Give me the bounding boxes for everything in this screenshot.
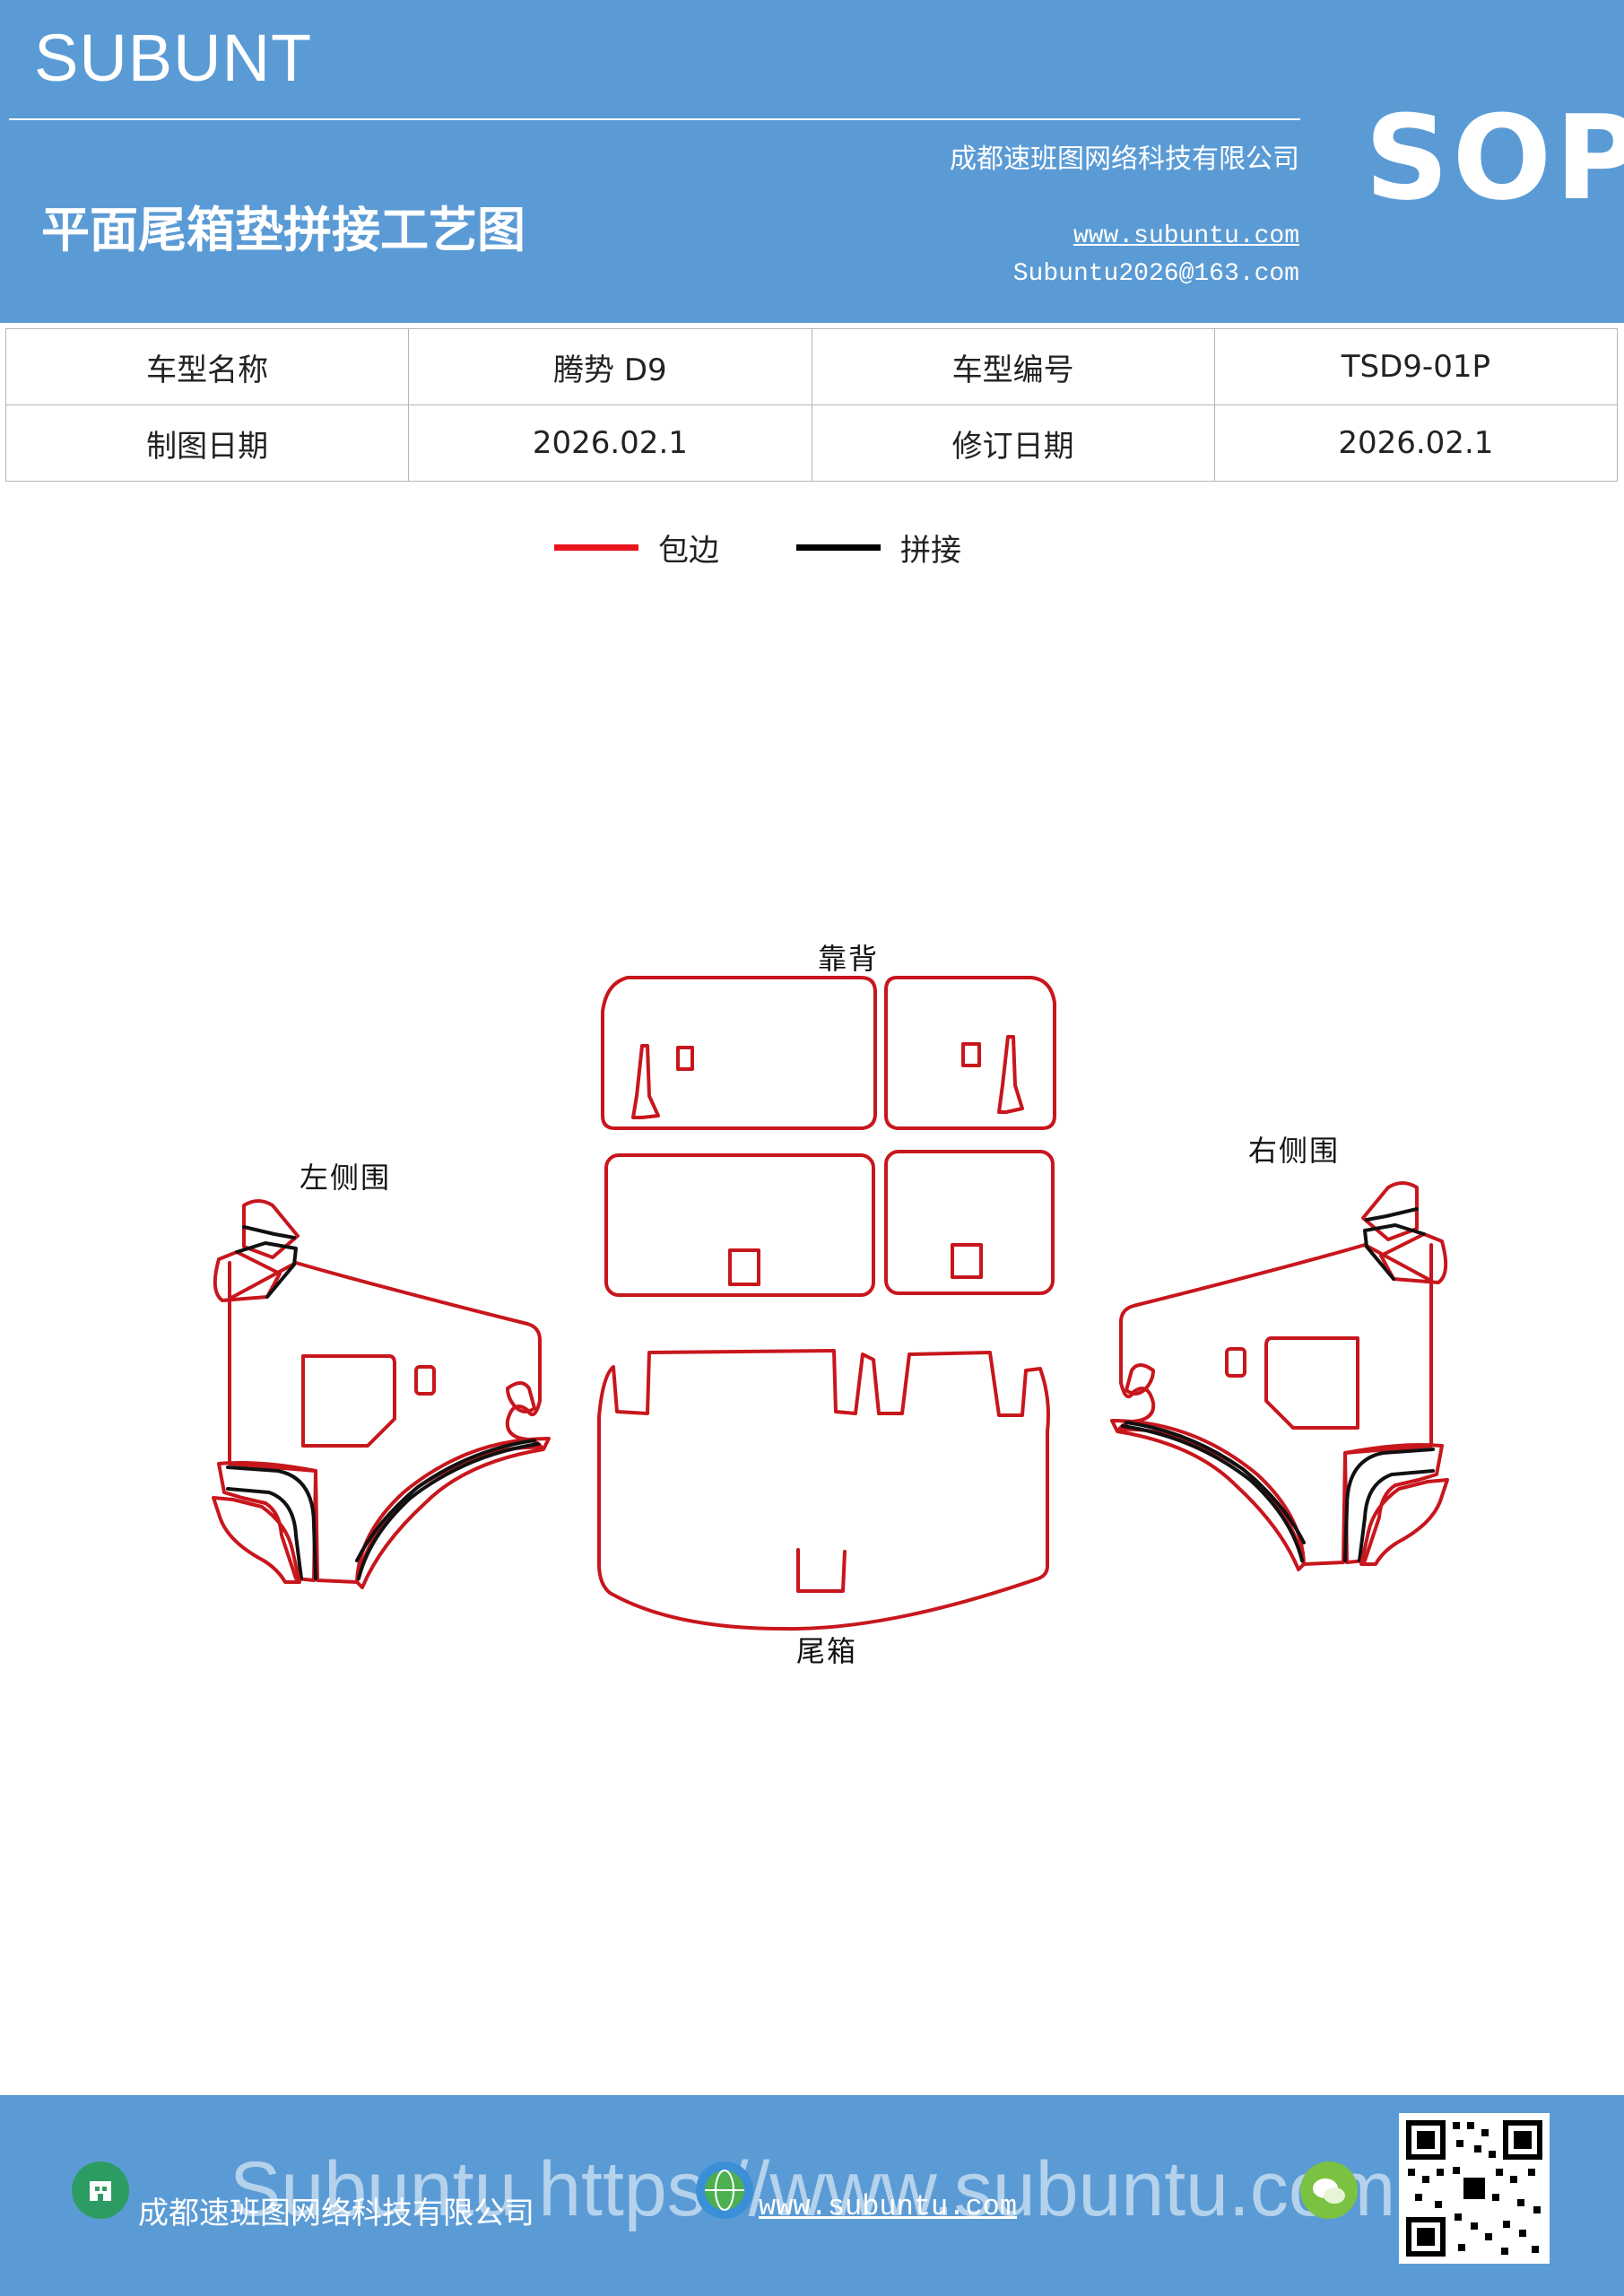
legend: 包边 拼接	[554, 526, 1038, 570]
wechat-icon	[1313, 2179, 1345, 2204]
header-website-link[interactable]: www.subuntu.com	[1073, 222, 1299, 250]
trunk-floor	[597, 1349, 1050, 1631]
building-icon	[90, 2181, 111, 2201]
value-model-code: TSD9-01P	[1213, 328, 1619, 405]
header-divider	[9, 118, 1300, 120]
backrest-panels	[601, 976, 1056, 1297]
backrest-slot	[997, 1035, 1024, 1114]
backrest-bottom-left-panel	[604, 1153, 875, 1297]
sop-label: SOP	[1365, 90, 1624, 226]
header-company-name: 成都速班图网络科技有限公司	[950, 144, 1299, 175]
left-side-panel	[212, 1199, 551, 1589]
backrest-top-right-panel	[884, 976, 1056, 1130]
label-trunk: 尾箱	[796, 1634, 858, 1668]
vehicle-info-table: 车型名称 腾势 D9 车型编号 TSD9-01P 制图日期 2026.02.1 …	[4, 328, 1619, 482]
trunk-floor-notch	[796, 1548, 847, 1593]
footer-website-link[interactable]: www.subuntu.com	[759, 2190, 1018, 2223]
qr-code-icon[interactable]	[1399, 2113, 1550, 2264]
brand-logo-text: SUBUNT	[34, 21, 313, 95]
label-model-code: 车型编号	[811, 328, 1215, 405]
legend-label-edge: 包边	[658, 533, 719, 569]
label-left-side: 左侧围	[300, 1161, 392, 1195]
legend-label-seam: 拼接	[900, 533, 961, 569]
table-row: 制图日期 2026.02.1 修订日期 2026.02.1	[4, 404, 1619, 482]
trunk-floor-panel	[597, 1349, 1050, 1631]
backrest-hole	[676, 1046, 694, 1071]
header-banner: SUBUNT 平面尾箱垫拼接工艺图 成都速班图网络科技有限公司 www.subu…	[0, 0, 1624, 323]
right-side-panel	[1110, 1181, 1449, 1571]
footer-company-name: 成都速班图网络科技有限公司	[138, 2196, 534, 2231]
value-model-name: 腾势 D9	[408, 328, 812, 405]
legend-swatch-edge	[554, 544, 638, 551]
backrest-top-left-panel	[601, 976, 877, 1130]
label-draw-date: 制图日期	[4, 404, 410, 482]
building-icon	[72, 2161, 129, 2219]
label-model-name: 车型名称	[4, 328, 410, 405]
wechat-icon[interactable]	[1300, 2161, 1358, 2219]
legend-swatch-seam	[796, 544, 881, 551]
label-backrest: 靠背	[818, 942, 880, 976]
backrest-bottom-right-panel	[884, 1150, 1055, 1295]
table-row: 车型名称 腾势 D9 车型编号 TSD9-01P	[4, 328, 1619, 405]
label-revise-date: 修订日期	[811, 404, 1215, 482]
backrest-hole	[728, 1248, 760, 1286]
backrest-hole	[961, 1042, 981, 1067]
value-draw-date: 2026.02.1	[408, 404, 812, 482]
globe-icon	[705, 2170, 744, 2211]
label-right-side: 右侧围	[1248, 1134, 1341, 1168]
footer-watermark: Subuntu https://www.subuntu.com	[230, 2146, 1396, 2232]
backrest-hole	[951, 1243, 983, 1279]
qr-code-icon	[1406, 2120, 1542, 2257]
backrest-slot	[631, 1044, 660, 1119]
globe-icon	[696, 2161, 753, 2219]
value-revise-date: 2026.02.1	[1213, 404, 1619, 482]
document-title: 平面尾箱垫拼接工艺图	[41, 201, 525, 258]
header-email[interactable]: Subuntu2026@163.com	[1012, 260, 1299, 288]
